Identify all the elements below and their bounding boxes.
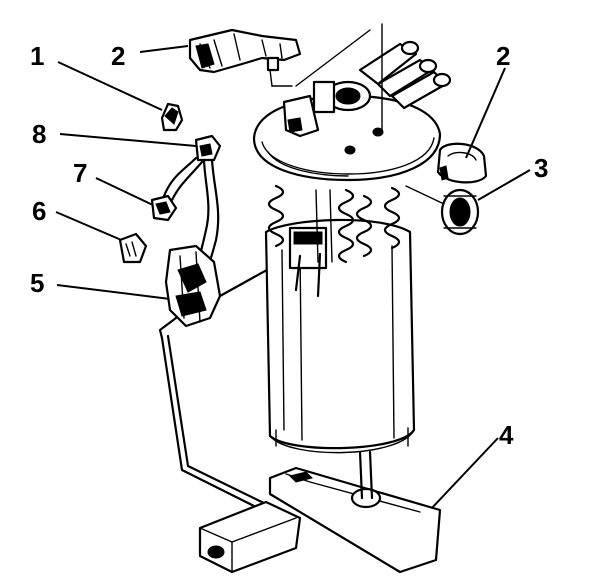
fuel-sender-flange <box>252 80 442 182</box>
fuel-level-float <box>198 500 302 574</box>
callout-6: 6 <box>32 196 46 226</box>
callout-1: 2 <box>111 41 125 71</box>
callout-8: 8 <box>32 119 46 149</box>
fuel-line-fittings <box>295 23 452 131</box>
part-5-level-sensor <box>158 244 294 514</box>
part-3-fitting <box>405 185 480 236</box>
callout-5: 5 <box>30 268 44 298</box>
pump-springs <box>267 184 401 264</box>
fuel-pump-reservoir <box>264 218 416 454</box>
part-6-retainer <box>118 232 148 264</box>
part-2-retaining-clip <box>436 142 488 184</box>
callout-4: 4 <box>499 420 514 450</box>
part-9-clip <box>160 102 184 132</box>
callout-3: 3 <box>534 153 548 183</box>
part-7-connector <box>150 194 178 222</box>
callout-7: 7 <box>73 158 87 188</box>
callout-9: 1 <box>30 41 44 71</box>
part-4-strainer <box>268 450 442 574</box>
part-8-wiring-harness <box>162 134 222 272</box>
callout-2: 2 <box>496 41 510 71</box>
leader-lines <box>55 45 531 511</box>
part-1-sensor-connector <box>188 28 302 87</box>
